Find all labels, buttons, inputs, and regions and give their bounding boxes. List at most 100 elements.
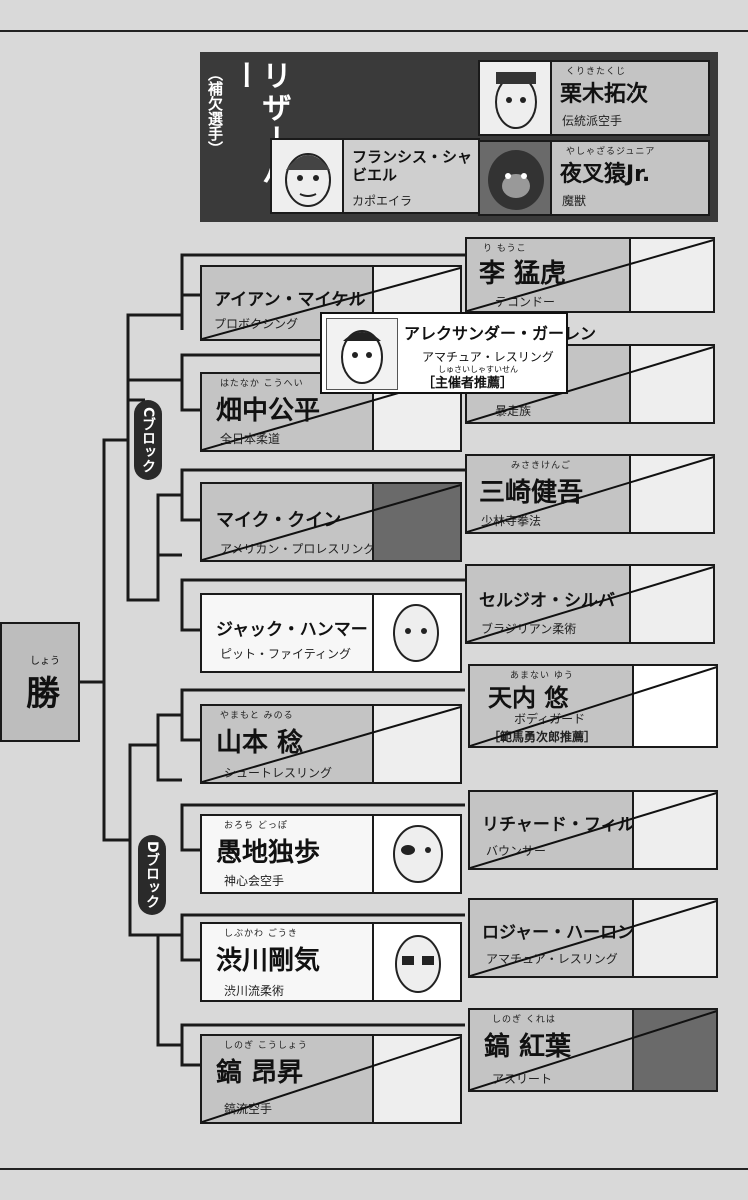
fighter-name: 渋川剛気: [216, 946, 321, 976]
fighter-furigana: くりきたくじ: [566, 67, 627, 77]
elimination-slash: [470, 792, 716, 868]
fighter-card-amanai: あまない ゆう 天内 悠 ボディガード ［範馬勇次郎推薦］: [468, 664, 718, 748]
reserve-title: リザーバー （補欠選手）: [206, 60, 291, 210]
fighter-name: 天内 悠: [488, 684, 569, 712]
elimination-slash: [202, 706, 460, 782]
portrait: [629, 566, 713, 642]
fighter-furigana: しのぎ こうしょう: [224, 1041, 308, 1051]
winner-furigana: しょう: [30, 656, 60, 667]
beast-face-icon: [488, 150, 544, 210]
face-icon: [393, 604, 439, 662]
portrait-kuriki: [480, 62, 552, 134]
callout-garlen: アレクサンダー・ガーレン アマチュア・レスリング しゅさいしゃすいせん ［主催者…: [320, 312, 596, 394]
fighter-furigana: あまない ゆう: [510, 671, 574, 681]
fighter-card-ri-mouko: り もうこ 李 猛虎 テコンドー: [465, 237, 715, 313]
fighter-name: リチャード・フィルス: [482, 815, 652, 835]
elimination-slash: [202, 267, 460, 339]
fighter-furigana: やしゃざるジュニア: [566, 147, 656, 157]
recommendation-note: ［主催者推薦］: [422, 376, 514, 391]
fighter-style: 魔獣: [562, 194, 587, 208]
fighter-card-sergio-silva: セルジオ・シルバ ブラジリアン柔術: [465, 564, 715, 644]
fighter-name: 愚地独歩: [216, 838, 321, 868]
fighter-furigana: おろち どっぽ: [224, 821, 288, 831]
face-icon: [395, 935, 441, 993]
elimination-slash: [467, 239, 713, 311]
elimination-slash: [470, 900, 716, 976]
fighter-name: ジャック・ハンマー: [216, 620, 368, 640]
portrait: [629, 239, 713, 311]
fighter-style: 暴走族: [495, 404, 532, 418]
fighter-style: カポエイラ: [352, 194, 413, 208]
fighter-style: 神心会空手: [224, 874, 285, 888]
elimination-slash: [467, 566, 713, 642]
block-tab-c: Cブロック: [134, 400, 162, 480]
reserve-subheading: （補欠選手）: [206, 66, 224, 156]
fighter-style: 渋川流柔術: [224, 984, 285, 998]
fighter-card-mike-quinn: マイク・クイン アメリカン・プロレスリング: [200, 482, 462, 562]
portrait: [372, 706, 460, 782]
fighter-furigana: り もうこ: [483, 244, 527, 254]
winner-box: しょう 勝: [0, 622, 80, 742]
fighter-card-richard-filth: リチャード・フィルス バウンサー: [468, 790, 718, 870]
fighter-card-yamamoto: やまもと みのる 山本 稔 シュートレスリング: [200, 704, 462, 784]
fighter-style: アマチュア・レスリング: [422, 350, 554, 364]
elimination-slash: [467, 456, 713, 532]
fighter-style: アメリカン・プロレスリング: [220, 542, 376, 556]
winner-label: 勝: [26, 674, 60, 714]
fighter-style: ピット・ファイティング: [220, 647, 352, 661]
face-icon: [341, 330, 383, 384]
fighter-furigana: はたなか こうへい: [220, 379, 304, 389]
elimination-slash: [202, 484, 460, 560]
fighter-style: アスリート: [492, 1072, 553, 1086]
fighter-name: マイク・クイン: [216, 510, 342, 531]
fighter-name: セルジオ・シルバ: [479, 591, 615, 611]
portrait: [372, 1036, 460, 1122]
fighter-card-jack-hammer: ジャック・ハンマー ピット・ファイティング: [200, 593, 462, 673]
portrait-yashazaru: [480, 142, 552, 214]
portrait: [372, 484, 460, 560]
portrait: [629, 456, 713, 532]
fighter-style: 少林寺拳法: [481, 514, 542, 528]
portrait: [629, 346, 713, 422]
reserve-card-kuriki: くりきたくじ 栗木拓次 伝統派空手: [478, 60, 710, 136]
fighter-furigana: しのぎ くれは: [492, 1015, 556, 1025]
portrait: [372, 595, 460, 671]
fighter-card-shibukawa: しぶかわ ごうき 渋川剛気 渋川流柔術: [200, 922, 462, 1002]
fighter-style: シュートレスリング: [224, 766, 333, 780]
fighter-card-roger-harlon: ロジャー・ハーロン アマチュア・レスリング: [468, 898, 718, 978]
fighter-name: 栗木拓次: [560, 82, 649, 107]
face-icon: [285, 153, 331, 207]
bottom-rule: [0, 1168, 748, 1170]
fighter-furigana: やまもと みのる: [220, 711, 294, 721]
reserve-card-yashazaru: やしゃざるジュニア 夜叉猿Jr. 魔獣: [478, 140, 710, 216]
face-icon: [495, 72, 537, 129]
fighter-name: 山本 稔: [216, 728, 304, 758]
portrait: [632, 1010, 716, 1090]
top-rule: [0, 30, 748, 32]
fighter-card-orochi: おろち どっぽ 愚地独歩 神心会空手: [200, 814, 462, 894]
fighter-style: 伝統派空手: [562, 114, 623, 128]
fighter-style: 鎬流空手: [224, 1102, 273, 1116]
portrait: [372, 816, 460, 892]
face-icon: [393, 825, 443, 883]
elimination-slash: [470, 666, 716, 746]
elimination-slash: [467, 346, 713, 422]
fighter-name: 夜叉猿Jr.: [560, 162, 651, 187]
fighter-name: アレクサンダー・ガーレン: [404, 324, 597, 343]
fighter-card-misaki: みさきけんご 三崎健吾 少林寺拳法: [465, 454, 715, 534]
block-tab-d: Dブロック: [138, 835, 166, 915]
portrait: [632, 900, 716, 976]
recommendation-note: ［範馬勇次郎推薦］: [488, 730, 597, 744]
elimination-slash: [470, 1010, 716, 1090]
fighter-style: ブラジリアン柔術: [481, 622, 577, 636]
portrait: [632, 792, 716, 868]
fighter-name: 鎬 紅葉: [484, 1032, 572, 1062]
portrait-garlen: [326, 318, 398, 390]
fighter-furigana: みさきけんご: [511, 461, 572, 471]
fighter-furigana: しぶかわ ごうき: [224, 929, 298, 939]
fighter-card-shinogi-kureha: しのぎ くれは 鎬 紅葉 アスリート: [468, 1008, 718, 1092]
fighter-name: 李 猛虎: [479, 259, 567, 289]
fighter-card-shinogi-kousyou: しのぎ こうしょう 鎬 昂昇 鎬流空手: [200, 1034, 462, 1124]
